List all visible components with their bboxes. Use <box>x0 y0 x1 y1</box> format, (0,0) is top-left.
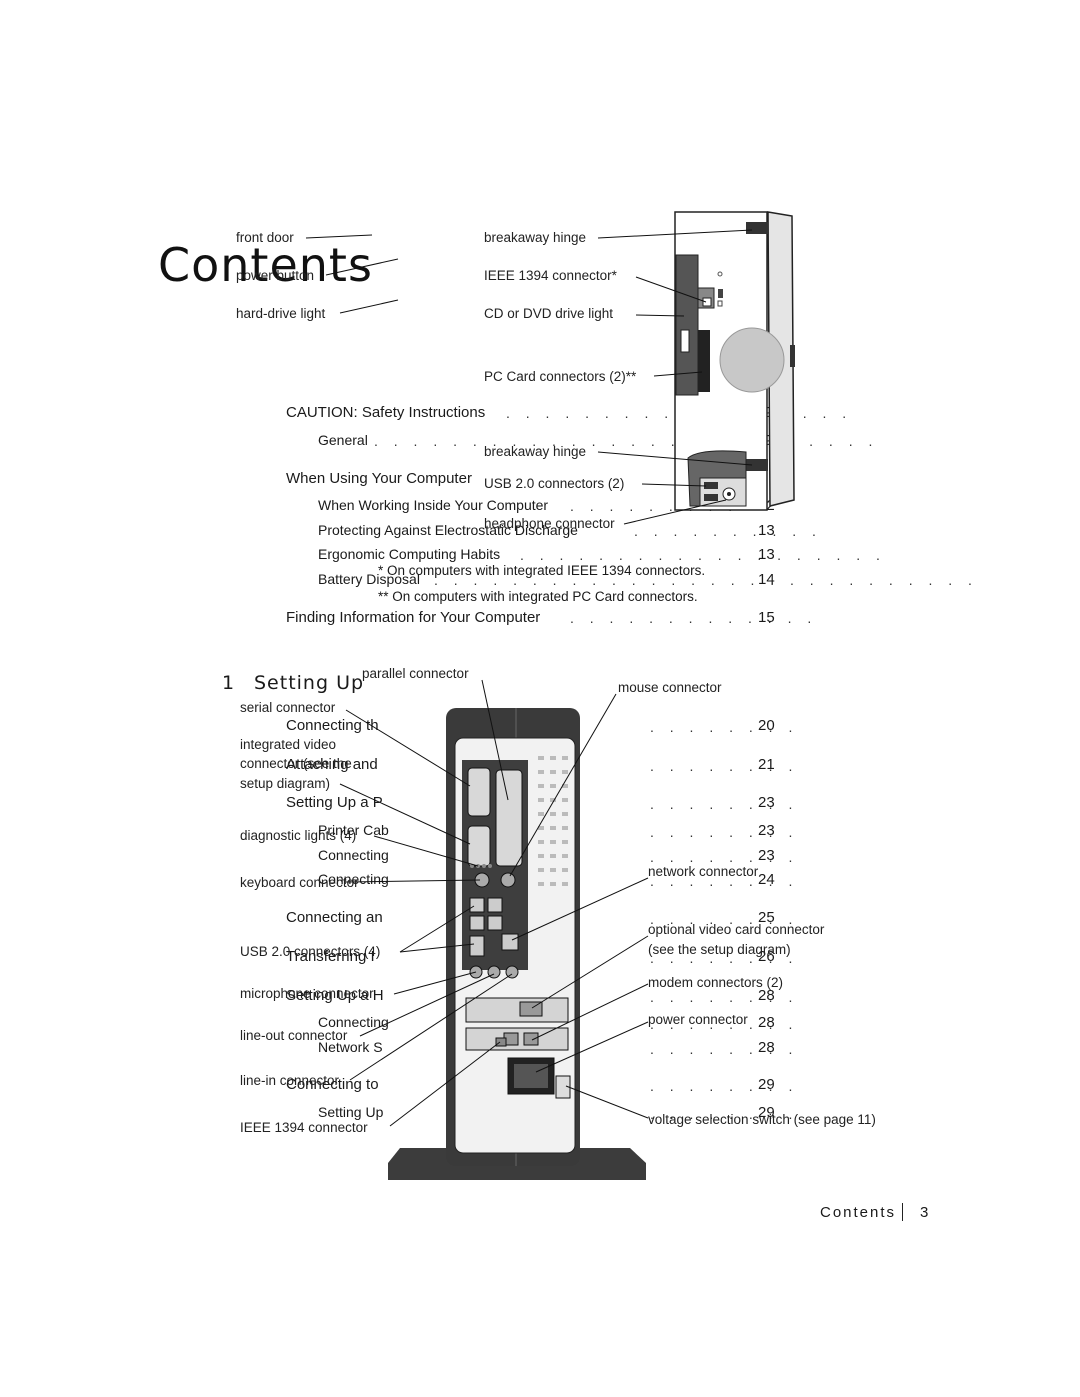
toc-page: 9 <box>764 404 773 421</box>
toc-leader: . . . . . . . . <box>650 1041 799 1057</box>
toc-entry-esd: Protecting Against Electrostatic Dischar… <box>318 522 578 538</box>
toc-entry: Connecting an <box>286 909 383 926</box>
toc-page: 15 <box>758 609 775 626</box>
toc-leader: . . . . . . . . <box>650 950 799 966</box>
label-optional-video-1: optional video card connector <box>648 922 825 937</box>
label-headphone: headphone connector <box>484 516 615 531</box>
toc-leader: . . . . . . . . <box>650 758 799 774</box>
label-line-out: line-out connector <box>240 1028 348 1043</box>
toc-leader: . . . . . . . . <box>650 1016 799 1032</box>
label-microphone: microphone connector <box>240 986 374 1001</box>
toc-entry-battery: Battery Disposal <box>318 571 420 587</box>
toc-leader: . . . . . . . . <box>650 796 799 812</box>
toc-leader: . . . . . . . . . . . . . <box>570 610 818 626</box>
toc-entry: Connecting th <box>286 717 379 734</box>
label-integrated-video-3: setup diagram) <box>240 776 331 791</box>
label-integrated-video-2: connector (see the <box>240 756 352 771</box>
footer-label: Contents <box>820 1204 897 1221</box>
toc-page: 20 <box>758 717 775 734</box>
toc-leader: . . . . . . . . <box>650 873 799 889</box>
label-modem: modem connectors (2) <box>648 975 784 990</box>
label-power-button: power button <box>236 268 315 283</box>
label-cd-dvd-light: CD or DVD drive light <box>484 306 614 321</box>
toc-page: 29 <box>758 1076 775 1093</box>
label-power-connector: power connector <box>648 1012 748 1027</box>
toc-page: 21 <box>758 756 775 773</box>
label-line-in: line-in connector <box>240 1073 340 1088</box>
toc-page: 28 <box>758 987 775 1004</box>
toc-entry-ergonomic: Ergonomic Computing Habits <box>318 546 501 562</box>
label-keyboard: keyboard connector <box>240 875 359 890</box>
label-mouse: mouse connector <box>618 680 722 695</box>
footnote-pccard: ** On computers with integrated PC Card … <box>378 589 698 604</box>
toc-page: 14 <box>758 571 775 588</box>
toc-leader: . . . . . . . . <box>650 911 799 927</box>
toc-page: 29 <box>758 1104 775 1121</box>
toc-leader: . . . . . . . . <box>650 824 799 840</box>
footer-page-number: 3 <box>920 1204 931 1221</box>
toc-page: 13 <box>758 546 775 563</box>
chapter-number: 1 <box>222 672 236 694</box>
toc-leader: . . . . . . . . <box>650 719 799 735</box>
toc-entry-working-inside: When Working Inside Your Computer <box>318 497 549 513</box>
toc-leader: . . . . . . . . <box>650 1106 799 1122</box>
toc-entry: Connecting to <box>286 1076 379 1093</box>
toc-entry-caution: CAUTION: Safety Instructions <box>286 404 486 421</box>
label-ieee-1394-front: IEEE 1394 connector* <box>484 268 617 283</box>
footnote-ieee: * On computers with integrated IEEE 1394… <box>378 563 706 578</box>
toc-entry-general: General <box>318 432 368 448</box>
label-diagnostic-lights: diagnostic lights (4) <box>240 828 357 843</box>
toc-page: 23 <box>758 847 775 864</box>
label-breakaway-hinge-top: breakaway hinge <box>484 230 587 245</box>
toc-page: 28 <box>758 1014 775 1031</box>
toc-leader: . . . . . . . . <box>650 849 799 865</box>
toc-entry: Connecting <box>318 871 389 887</box>
toc-entry: Setting Up <box>318 1104 384 1120</box>
toc-page: 13 <box>758 522 775 539</box>
toc-entry: Network S <box>318 1039 383 1055</box>
toc-leader: . . . . . . . . <box>650 1078 799 1094</box>
toc-leader: . . . . . . . . <box>650 989 799 1005</box>
label-optional-video-2: (see the setup diagram) <box>648 942 791 957</box>
footer-divider <box>902 1203 903 1221</box>
toc-leader: . . . . . . . . . . <box>634 523 822 539</box>
toc-entry-finding-info: Finding Information for Your Computer <box>286 609 541 626</box>
label-integrated-video-1: integrated video <box>240 737 337 752</box>
toc-entry: Connecting <box>318 1014 389 1030</box>
toc-leader: . . . . . . . . . . . . . . . . . . . . … <box>434 572 978 588</box>
label-parallel: parallel connector <box>362 666 469 681</box>
label-serial: serial connector <box>240 700 336 715</box>
label-front-door: front door <box>236 230 294 245</box>
toc-entry: Printer Cab <box>318 822 389 838</box>
toc-page: 23 <box>758 822 775 839</box>
toc-entry: Connecting <box>318 847 389 863</box>
toc-page: 25 <box>758 909 775 926</box>
toc-page: 9 <box>764 432 773 449</box>
page-title: Contents <box>158 238 373 292</box>
toc-page: 24 <box>758 871 775 888</box>
toc-entry: Setting Up a P <box>286 794 383 811</box>
toc-entry-when-using: When Using Your Computer <box>286 470 472 487</box>
chapter-title: Setting Up <box>254 672 365 694</box>
label-hard-drive-light: hard-drive light <box>236 306 326 321</box>
label-ieee-1394-back: IEEE 1394 connector <box>240 1120 368 1135</box>
label-usb-back: USB 2.0 connectors (4) <box>240 944 381 959</box>
toc-page: 26 <box>758 948 775 965</box>
label-usb-front: USB 2.0 connectors (2) <box>484 476 625 491</box>
label-voltage-switch: voltage selection switch (see page 11) <box>648 1112 876 1127</box>
toc-leader: . . . . . . . . . . . . . . . . . . . <box>520 547 886 563</box>
toc-entry: Setting Up a H <box>286 987 384 1004</box>
label-pc-card: PC Card connectors (2)** <box>484 369 637 384</box>
toc-entry: Transferring I <box>286 948 375 965</box>
label-network: network connector <box>648 864 759 879</box>
label-breakaway-hinge-bottom: breakaway hinge <box>484 444 587 459</box>
toc-page: 28 <box>758 1039 775 1056</box>
toc-entry: Attaching and <box>286 756 378 773</box>
toc-page: 23 <box>758 794 775 811</box>
